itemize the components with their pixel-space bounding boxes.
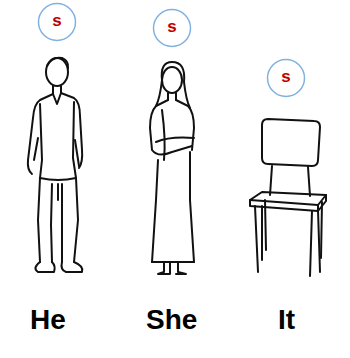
man-figure — [28, 58, 83, 272]
pronoun-circle: s — [152, 8, 192, 48]
pronoun-label: It — [278, 304, 295, 336]
letter-s: s — [281, 68, 290, 85]
pronoun-label: He — [30, 304, 66, 336]
letter-s: s — [52, 12, 61, 29]
pronoun-label: She — [146, 304, 197, 336]
letter-s: s — [167, 18, 176, 35]
chair-drawing — [250, 119, 326, 276]
pronoun-circle: s — [37, 2, 77, 42]
pronoun-circle: s — [266, 58, 306, 98]
woman-figure — [150, 62, 194, 274]
